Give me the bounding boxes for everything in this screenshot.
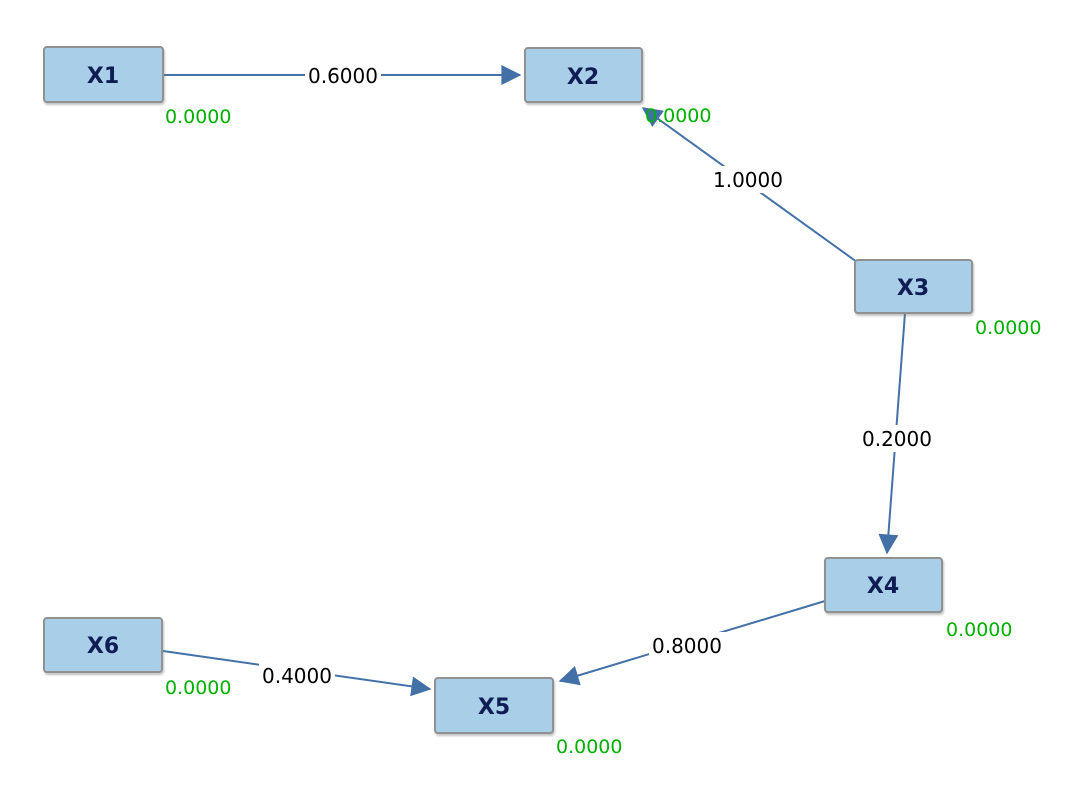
weight-label-bg	[859, 425, 935, 452]
node-value-x3: 0.0000	[975, 317, 1041, 339]
node-label: X3	[897, 276, 929, 301]
node-value-x4: 0.0000	[946, 619, 1012, 641]
weight-label: 0.6000	[308, 64, 378, 88]
node-label: X1	[87, 64, 119, 89]
node-x4[interactable]: X4	[824, 557, 943, 613]
node-label: X5	[478, 695, 510, 720]
node-label: X2	[567, 65, 599, 90]
edge-weight-x6-x5: 0.4000	[259, 662, 335, 689]
weight-label-bg	[710, 166, 786, 193]
weight-label-bg	[649, 632, 725, 659]
weight-label-bg	[305, 62, 381, 89]
weight-label: 0.8000	[652, 634, 722, 658]
node-label: X4	[867, 574, 899, 599]
weight-label: 1.0000	[713, 168, 783, 192]
weight-label: 0.4000	[262, 664, 332, 688]
weight-label-bg	[259, 662, 335, 689]
node-x3[interactable]: X3	[854, 259, 973, 314]
node-value-x6: 0.0000	[165, 677, 231, 699]
node-box[interactable]	[434, 677, 554, 734]
node-x2[interactable]: X2	[524, 47, 643, 103]
edge-weight-x3-x4: 0.2000	[859, 425, 935, 452]
node-value-x5: 0.0000	[556, 736, 622, 758]
node-box[interactable]	[824, 557, 943, 613]
node-x6[interactable]: X6	[43, 617, 163, 673]
node-box[interactable]	[43, 617, 163, 673]
edge-weight-x4-x5: 0.8000	[649, 632, 725, 659]
node-label: X6	[87, 634, 119, 659]
edge-weight-x1-x2: 0.6000	[305, 62, 381, 89]
node-box[interactable]	[524, 47, 643, 103]
node-value-x1: 0.0000	[165, 106, 231, 128]
node-x5[interactable]: X5	[434, 677, 554, 734]
node-box[interactable]	[43, 46, 164, 103]
weight-label: 0.2000	[862, 427, 932, 451]
edge-weight-x3-x2: 1.0000	[710, 166, 786, 193]
node-value-x2: 0.0000	[645, 105, 711, 127]
node-box[interactable]	[854, 259, 973, 314]
node-x1[interactable]: X1	[43, 46, 164, 103]
